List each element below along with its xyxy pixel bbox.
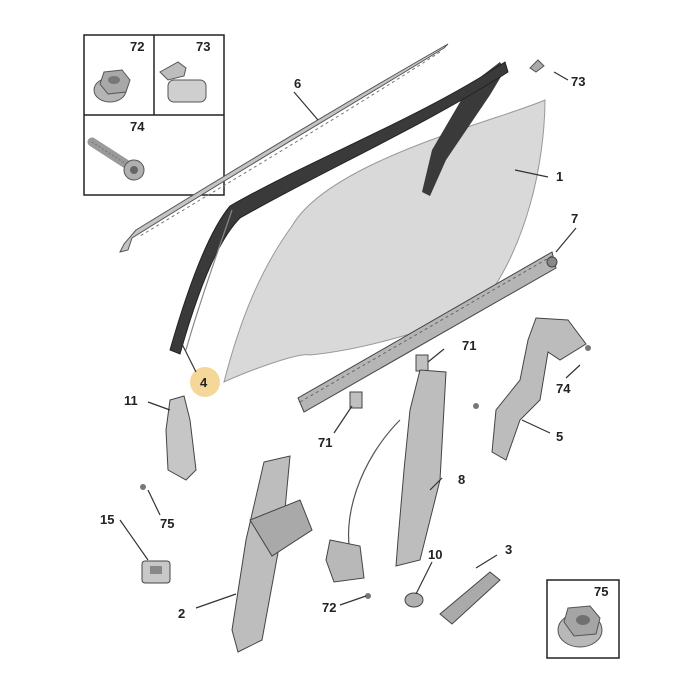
callout-73: 73 [571,74,585,89]
inset-label-75: 75 [594,584,608,599]
callout-71-upper: 71 [462,338,476,353]
callout-2: 2 [178,606,185,621]
door-glass-part-1 [223,99,546,383]
clip-73-small [529,59,545,73]
callout-71-lower: 71 [318,435,332,450]
callout-75: 75 [160,516,174,531]
inner-window-strip-part-7 [297,251,558,413]
bolt-74-icon [87,137,145,181]
window-regulator-part-2 [231,455,313,653]
callout-15: 15 [100,512,114,527]
callout-6: 6 [294,76,301,91]
clip-71-upper [415,354,429,372]
fastener-inset-box: 72 73 74 [83,34,225,196]
callout-72: 72 [322,600,336,615]
callout-8: 8 [458,472,465,487]
callout-3: 3 [505,542,512,557]
inset-label-72: 72 [130,39,144,54]
callout-10: 10 [428,547,442,562]
inset-label-74: 74 [130,119,145,134]
regulator-motor-assembly [325,539,365,583]
callout-74: 74 [556,381,571,396]
rear-bracket-part-5 [491,317,591,461]
callout-1: 1 [556,169,563,184]
flange-nut-75-icon [557,605,603,648]
window-switch-part-15 [141,560,171,584]
winder-handle-part-3 [439,571,501,625]
screw-72-small [365,593,371,599]
front-bracket-part-11 [140,395,197,490]
outer-weatherstrip-part-6 [119,43,449,253]
callout-4-highlight [190,367,220,397]
callout-5: 5 [556,429,563,444]
callout-11: 11 [124,393,138,408]
inset-label-73: 73 [196,39,210,54]
leader-lines [119,71,581,609]
handle-sleeve-part-10 [404,592,424,608]
flange-nut-72-icon [93,69,131,103]
callout-labels: 1 2 3 4 5 6 7 8 10 11 15 71 71 72 73 74 … [100,74,585,621]
window-regulator-part-8 [348,369,479,567]
window-channel-seal-part-4 [169,61,509,355]
clip-71-lower [349,391,363,409]
callout-7: 7 [571,211,578,226]
nut-inset-box: 75 [546,579,620,659]
retaining-clip-73-icon [159,61,207,103]
callout-4: 4 [200,375,208,390]
